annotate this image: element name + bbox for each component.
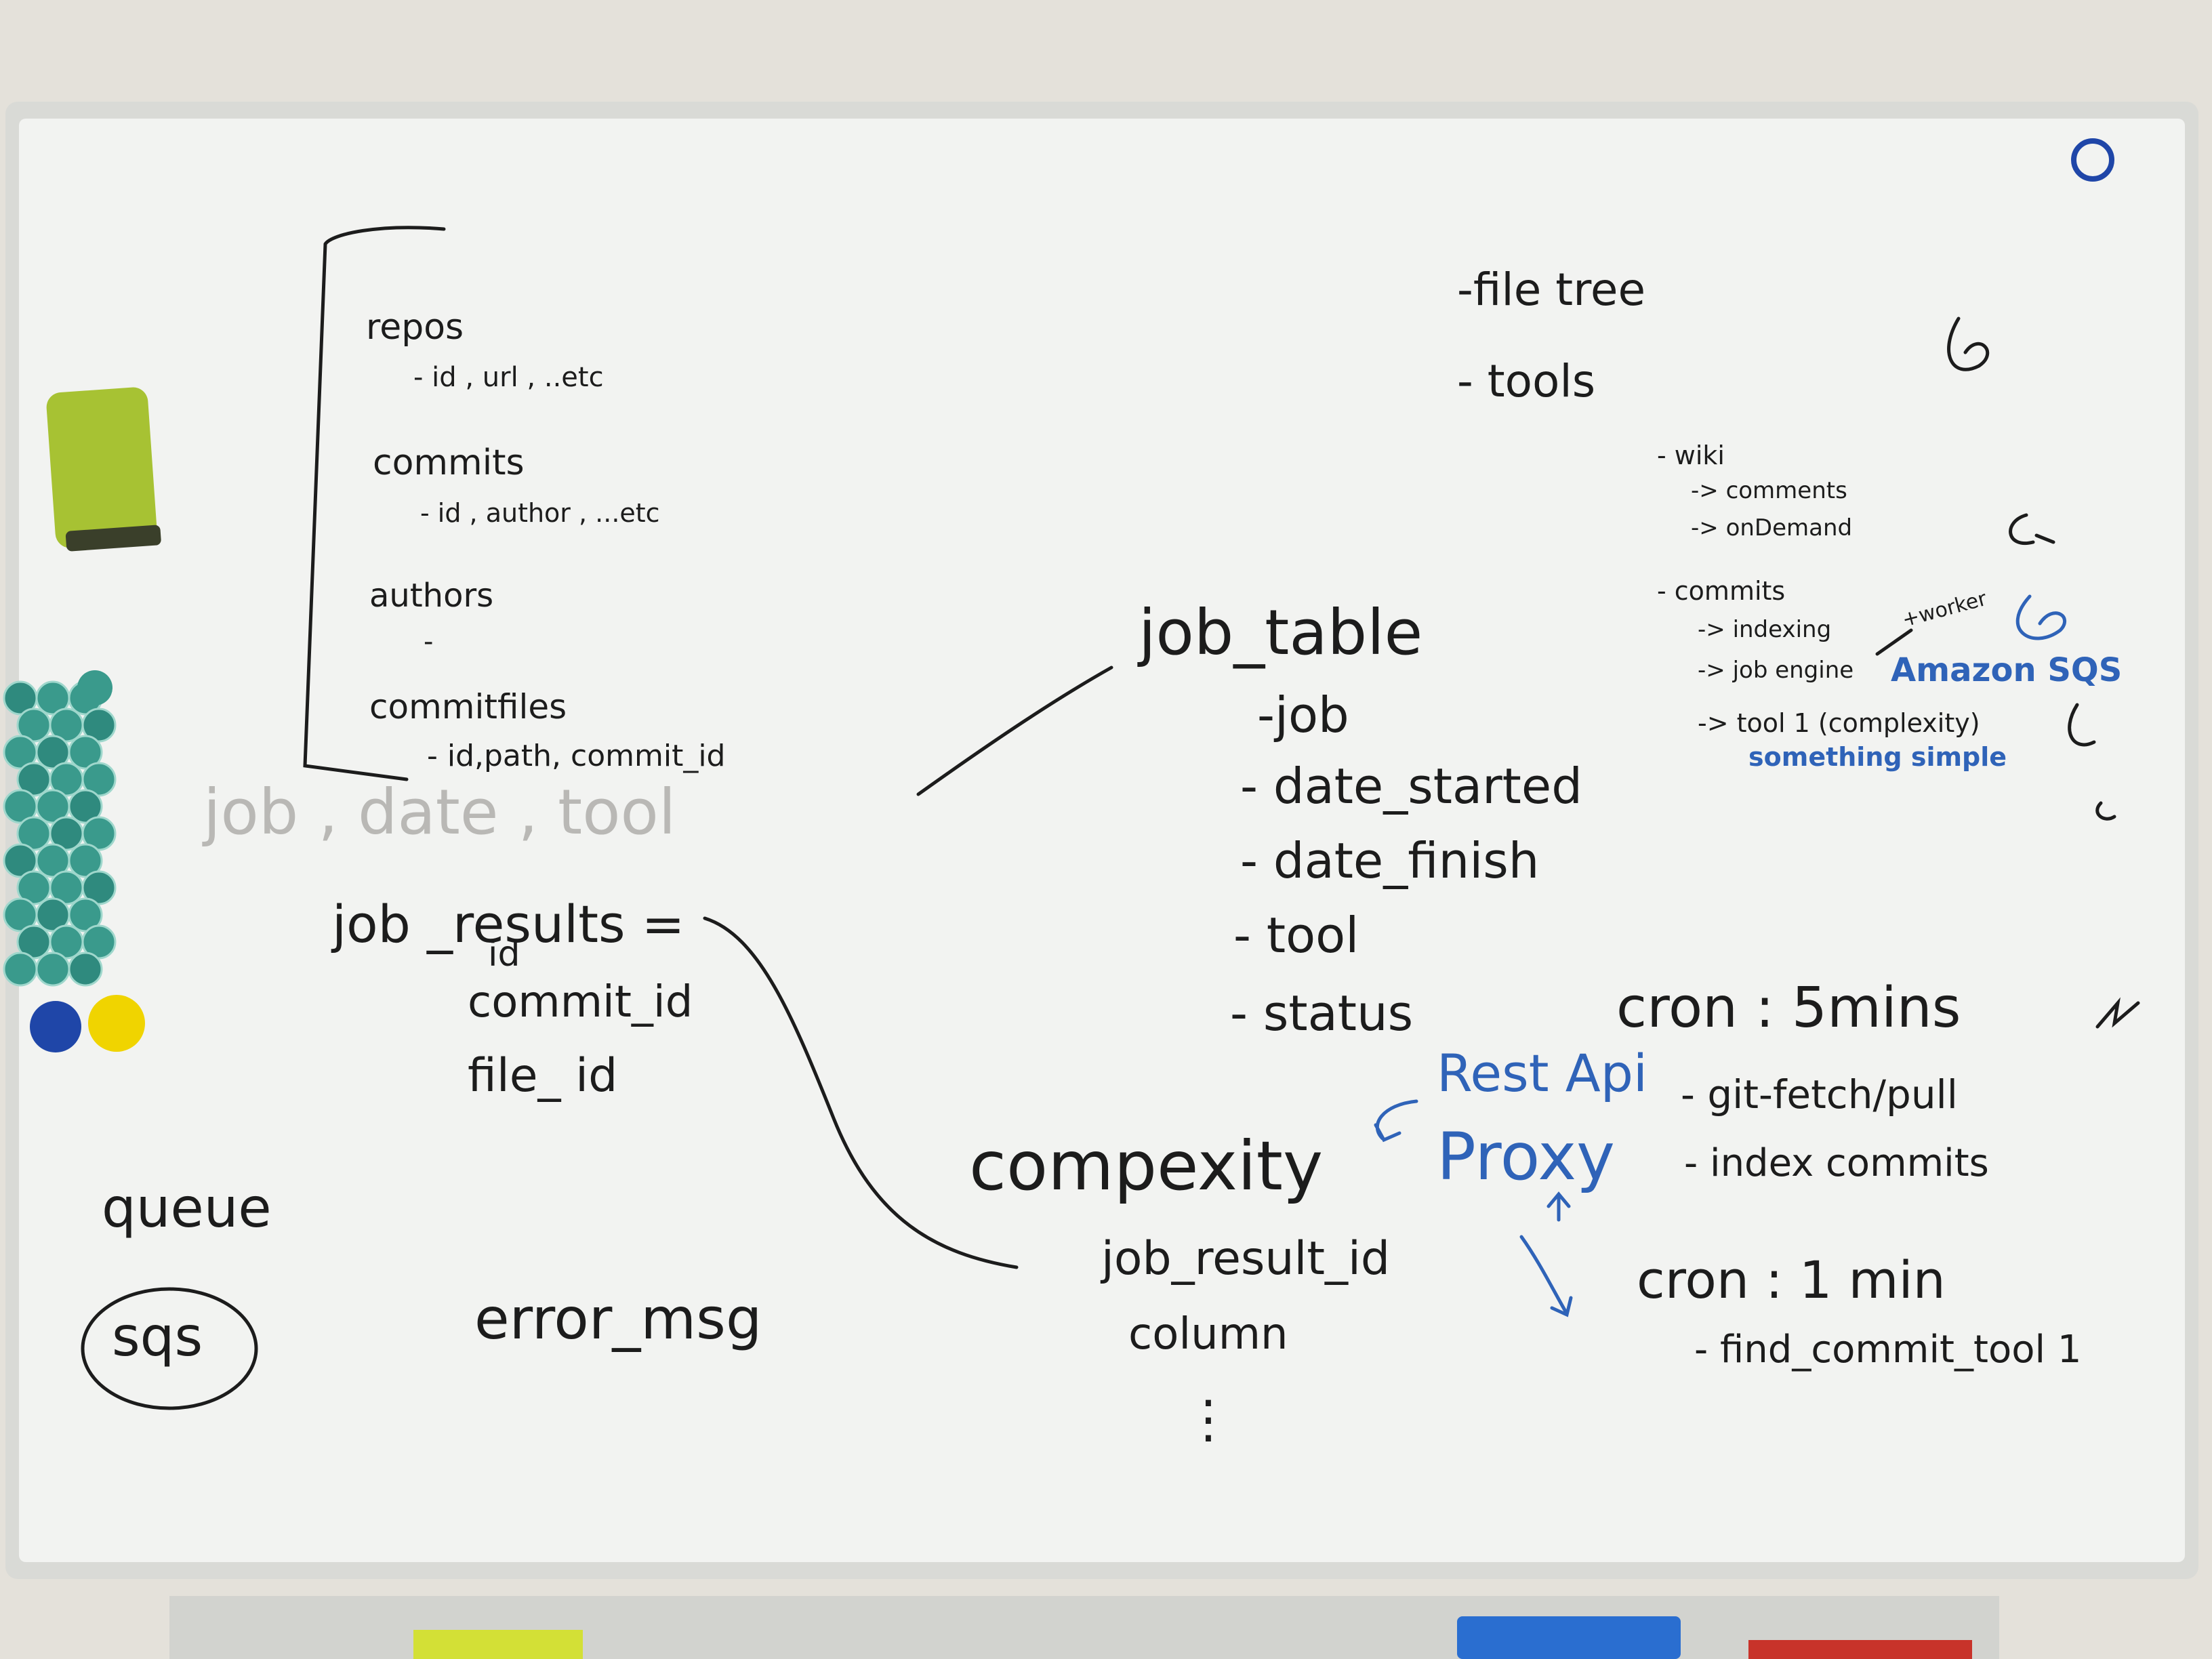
squiggle-mark — [1947, 316, 1990, 371]
job-table-title: job_table — [1137, 596, 1422, 669]
top-right-item: -file tree — [1457, 264, 1645, 316]
teal-magnet — [3, 951, 38, 987]
eraser — [46, 387, 157, 548]
commitfiles-label: commitfiles — [369, 687, 567, 726]
sqs-circle — [81, 1287, 258, 1410]
simple-note: something simple — [1748, 742, 2007, 772]
teal-magnet — [68, 897, 103, 933]
commits-section-item: -> tool 1 (complexity) — [1698, 708, 1980, 738]
commitfiles-fields: - id,path, commit_id — [427, 739, 725, 773]
job-results-field: id — [488, 934, 520, 975]
cron-5-item: - git-fetch/pull — [1681, 1071, 1958, 1118]
commits-fields: - id , author , ...etc — [420, 498, 660, 528]
proxy-arrow — [1374, 1099, 1418, 1143]
repos-fields: - id , url , ..etc — [413, 362, 604, 393]
queue-label: queue — [102, 1176, 272, 1240]
worker-arrow — [1875, 628, 1913, 656]
squiggle-mark — [2068, 703, 2096, 747]
amazon-note: Amazon SQS — [1891, 651, 2122, 689]
job-table-field: - date_started — [1240, 758, 1582, 815]
commits-section-label: - commits — [1657, 576, 1785, 606]
teal-magnet — [68, 735, 103, 770]
error-msg-label: error_msg — [474, 1286, 762, 1352]
commits-label: commits — [373, 443, 525, 483]
left-bracket — [303, 226, 446, 781]
teal-magnet — [68, 843, 103, 878]
magnet-cluster — [3, 670, 117, 987]
complexity-title: compexity — [969, 1126, 1323, 1206]
squiggle-mark — [2095, 801, 2116, 821]
teal-magnet — [68, 951, 103, 987]
wiki-label: - wiki — [1657, 441, 1725, 470]
erased-text: job , date , tool — [202, 776, 676, 848]
job-results-field: commit_id — [468, 977, 693, 1027]
teal-magnet — [81, 816, 117, 851]
teal-magnet — [81, 708, 117, 743]
commits-section-item: -> job engine — [1698, 657, 1853, 684]
job-table-field: - tool — [1233, 907, 1359, 964]
tray-eraser — [413, 1630, 583, 1659]
teal-magnet — [77, 670, 112, 705]
cron-1-label: cron : 1 min — [1637, 1250, 1946, 1310]
brand-logo-icon — [2071, 138, 2114, 182]
squiggle-mark — [2015, 594, 2066, 640]
job-table-field: - date_finish — [1240, 832, 1539, 889]
proxy-label: Proxy — [1437, 1119, 1615, 1195]
board-surface — [19, 119, 2185, 1562]
tray-marker — [1748, 1640, 1972, 1659]
squiggle-mark — [2095, 997, 2140, 1029]
complexity-field: column — [1128, 1309, 1288, 1359]
wiki-item: -> onDemand — [1691, 514, 1852, 541]
authors-label: authors — [369, 577, 493, 615]
squiggle-mark — [2009, 513, 2055, 546]
complexity-more: ⋮ — [1183, 1389, 1234, 1449]
teal-magnet — [68, 789, 103, 824]
eraser-base — [65, 525, 161, 552]
repos-label: repos — [366, 307, 464, 348]
teal-magnet — [81, 870, 117, 905]
cron-5-item: - index commits — [1684, 1141, 1989, 1185]
authors-fields: - — [424, 626, 433, 657]
complexity-field: job_result_id — [1100, 1232, 1390, 1286]
wiki-item: -> comments — [1691, 477, 1847, 504]
tray-blue-box — [1457, 1616, 1681, 1659]
teal-magnet — [35, 951, 70, 987]
teal-magnet — [81, 762, 117, 797]
commits-section-item: -> indexing — [1698, 616, 1831, 643]
sqs-label: sqs — [112, 1305, 203, 1368]
job-table-field: -job — [1257, 687, 1349, 743]
up-arrow — [1547, 1191, 1571, 1222]
connector-results-line — [703, 916, 1019, 1269]
yellow-magnet — [88, 995, 145, 1052]
blue-magnet — [30, 1001, 81, 1052]
job-table-field: - status — [1230, 985, 1413, 1042]
rest-api-label: Rest Api — [1437, 1043, 1647, 1103]
teal-magnet — [81, 924, 117, 960]
job-results-field: file_ id — [468, 1049, 617, 1103]
down-arrow — [1519, 1235, 1573, 1317]
cron-1-item: - find_commit_tool 1 — [1694, 1328, 2081, 1372]
connector-jobtable-line — [916, 665, 1113, 796]
job-results-title: job _results = — [331, 894, 684, 954]
cron-5-label: cron : 5mins — [1616, 976, 1961, 1040]
top-right-item: - tools — [1457, 355, 1595, 407]
